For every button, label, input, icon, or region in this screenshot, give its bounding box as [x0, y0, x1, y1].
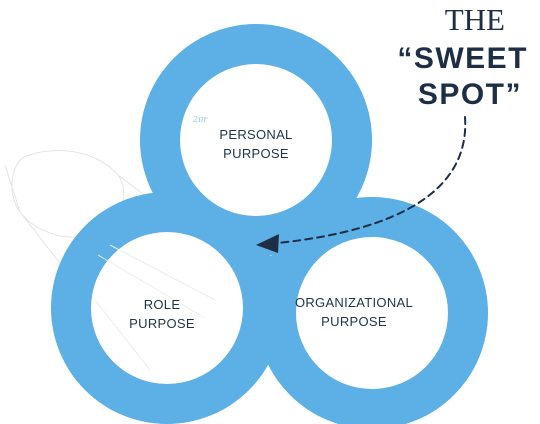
callout-spot: SPOT”: [418, 78, 522, 111]
role-purpose-inner: [91, 232, 243, 384]
inner-sketch: [94, 244, 216, 371]
organizational-purpose-inner: [296, 237, 448, 389]
organizational-purpose-label-line2: PURPOSE: [321, 314, 387, 329]
personal-purpose-label-line2: PURPOSE: [223, 146, 289, 161]
ring-group: [51, 24, 488, 424]
role-purpose-label-line2: PURPOSE: [129, 316, 195, 331]
organizational-purpose-label-line1: ORGANIZATIONAL: [295, 295, 413, 310]
callout-sweet: “SWEET: [397, 42, 528, 75]
callout-the: THE: [445, 2, 505, 37]
role-purpose-label-line1: ROLE: [144, 297, 181, 312]
personal-purpose-label-line1: PERSONAL: [219, 127, 292, 142]
watermark-mark: 2πr: [192, 115, 208, 124]
personal-purpose-inner: [180, 64, 332, 216]
arrow-head-icon: [256, 234, 279, 253]
sweet-spot-arrow: [277, 116, 467, 244]
